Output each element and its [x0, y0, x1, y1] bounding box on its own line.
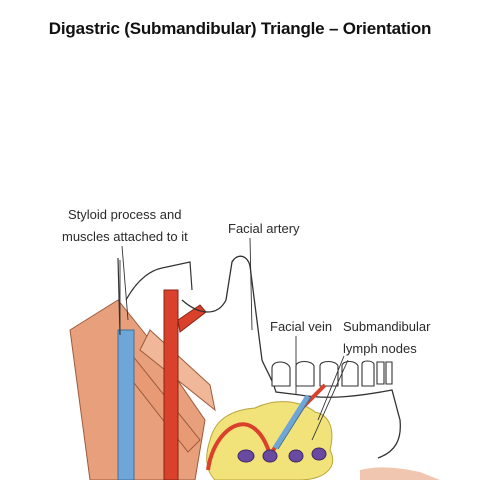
diagram-title: Digastric (Submandibular) Triangle – Ori… [48, 19, 432, 38]
leader-lines [119, 237, 349, 441]
lymph-node [262, 449, 278, 463]
teeth [271, 360, 393, 387]
lymph-nodes-label-line2: lymph nodes [343, 341, 417, 356]
lymph-node [237, 449, 255, 463]
jugular-vein [117, 329, 135, 480]
lymph-node [288, 449, 304, 463]
mylohyoid-edge [360, 467, 440, 480]
external-carotid-branch [177, 304, 207, 333]
facial-vein-outline [277, 396, 312, 450]
submandibular-gland [206, 401, 334, 480]
facial-vein [272, 394, 311, 450]
facial-artery-label: Facial artery [228, 221, 300, 236]
mandible-outline [181, 255, 401, 459]
lymph-node [311, 447, 327, 461]
styloid-label-line2: muscles attached to it [62, 229, 188, 244]
lymph-nodes [237, 447, 327, 463]
lymph-nodes-label-line1: Submandibular [343, 319, 431, 334]
facial-vein-label: Facial vein [270, 319, 333, 334]
carotid-artery [163, 289, 179, 480]
styloid-label-line1: Styloid process and [68, 207, 182, 222]
